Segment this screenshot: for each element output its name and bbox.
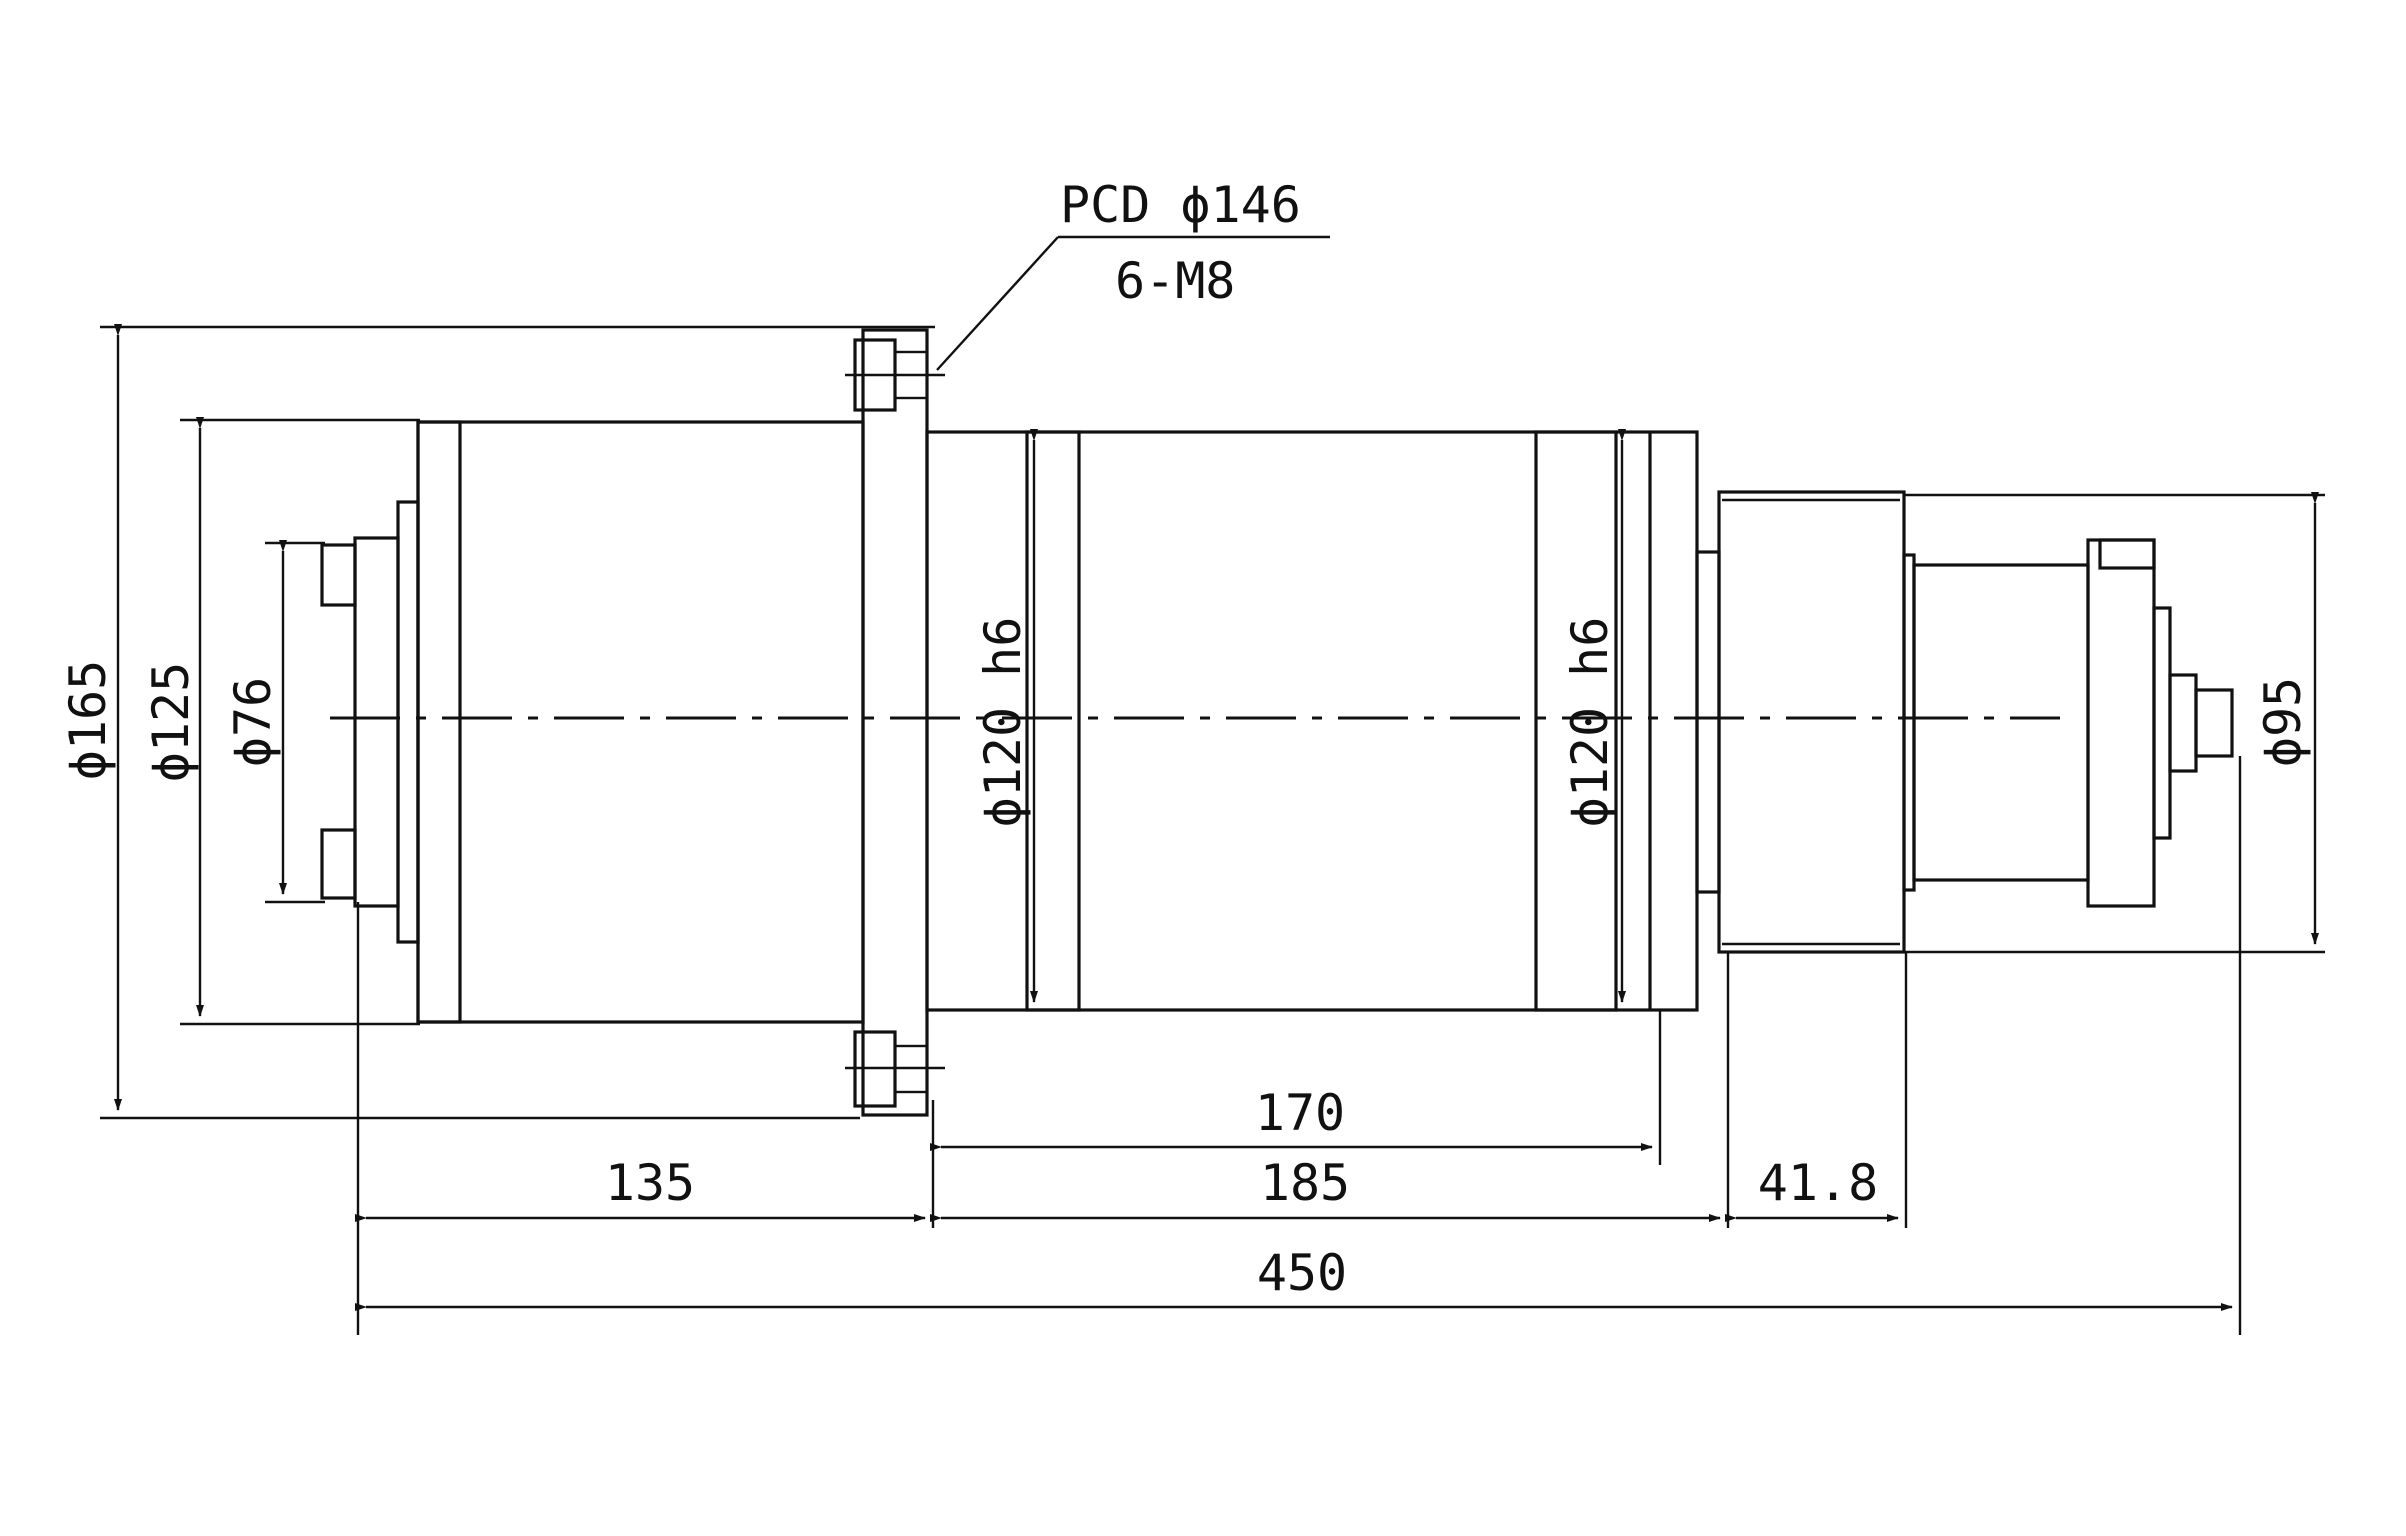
front-nose xyxy=(1695,490,2234,954)
dim-d120-left-label: ϕ120 h6 xyxy=(974,617,1032,828)
dim-d120-right-label: ϕ120 h6 xyxy=(1561,617,1619,828)
callout-pcd-label: PCD ϕ146 xyxy=(1060,176,1301,234)
dim-135-label: 135 xyxy=(605,1154,695,1212)
length-dimension-lines xyxy=(355,1143,2233,1311)
rear-housing xyxy=(320,420,865,1024)
dim-185-label: 185 xyxy=(1260,1154,1350,1212)
diameter-dimension-lines xyxy=(114,324,2319,1111)
dim-d165-label: ϕ165 xyxy=(59,660,117,780)
dim-450-label: 450 xyxy=(1257,1244,1347,1302)
dim-170-label: 170 xyxy=(1255,1084,1345,1142)
dim-d95-label: ϕ95 xyxy=(2254,677,2312,767)
callout-leader xyxy=(936,235,1330,371)
dim-d125-label: ϕ125 xyxy=(142,662,200,782)
mounting-flange xyxy=(845,328,945,1117)
extension-lines xyxy=(100,325,2325,1335)
main-housing xyxy=(925,430,1699,1012)
dim-41-8-label: 41.8 xyxy=(1758,1154,1878,1212)
callout-bolts-label: 6-M8 xyxy=(1115,252,1235,310)
dim-d76-label: ϕ76 xyxy=(224,677,282,767)
